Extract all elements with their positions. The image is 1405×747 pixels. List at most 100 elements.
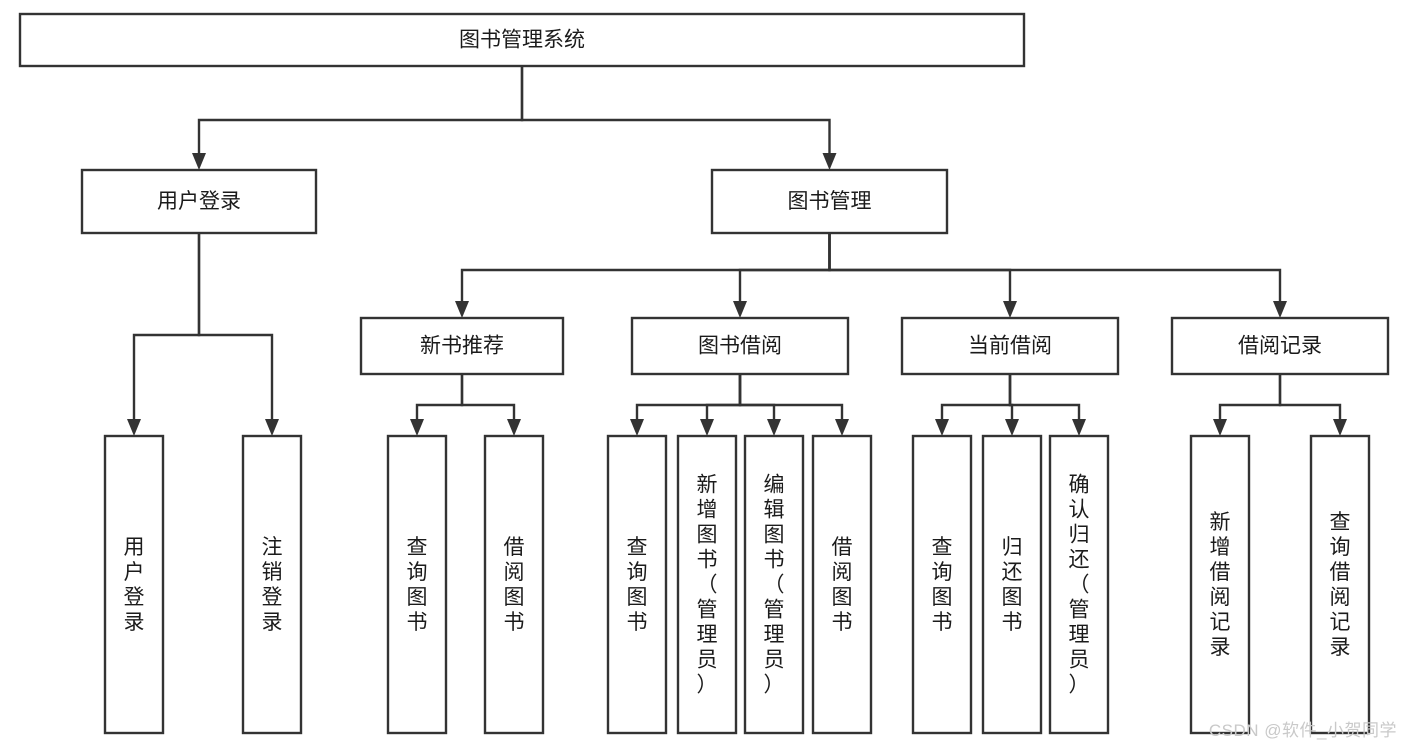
node-leaf-return-book[interactable]: 归还图书 xyxy=(981,434,1043,735)
connector-line xyxy=(520,66,831,154)
connector-line xyxy=(738,374,844,420)
arrow-head-icon xyxy=(1003,301,1017,318)
node-label: 注销登录 xyxy=(262,536,283,634)
node-box[interactable] xyxy=(1189,434,1251,735)
connector-borrow-record-to-leaf-query-record xyxy=(1278,374,1347,436)
node-label: 图书借阅 xyxy=(698,335,782,358)
connector-book-manage-to-current-borrow xyxy=(828,233,1017,318)
node-label: 当前借阅 xyxy=(968,335,1052,358)
connector-root-to-user-login xyxy=(192,66,524,170)
connector-line xyxy=(635,374,742,420)
connector-line xyxy=(1278,374,1342,420)
node-label: 查询图书 xyxy=(407,536,428,634)
node-box[interactable] xyxy=(359,316,565,376)
node-leaf-borrow-book-bb[interactable]: 借阅图书 xyxy=(811,434,873,735)
arrow-head-icon xyxy=(507,419,521,436)
arrow-head-icon xyxy=(733,301,747,318)
node-box[interactable] xyxy=(483,434,545,735)
connector-current-borrow-to-leaf-confirm-return xyxy=(1008,374,1086,436)
connector-borrow-record-to-leaf-add-record xyxy=(1213,374,1282,436)
node-label: 查询图书 xyxy=(932,536,953,634)
connector-current-borrow-to-leaf-query-book-cb xyxy=(935,374,1012,436)
node-leaf-edit-book[interactable]: 编辑图书（管理员） xyxy=(743,434,805,735)
arrow-head-icon xyxy=(822,153,837,170)
node-box[interactable] xyxy=(1048,434,1110,735)
connector-book-manage-to-new-book-rec xyxy=(455,233,831,318)
node-box[interactable] xyxy=(911,434,973,735)
connector-book-borrow-to-leaf-borrow-book-bb xyxy=(738,374,849,436)
node-label: 确认归还（管理员） xyxy=(1069,474,1090,697)
arrow-head-icon xyxy=(1005,419,1019,436)
node-layer: 图书管理系统用户登录图书管理新书推荐图书借阅当前借阅借阅记录用户登录注销登录查询… xyxy=(18,12,1390,735)
node-leaf-add-book[interactable]: 新增图书（管理员） xyxy=(676,434,738,735)
node-box[interactable] xyxy=(811,434,873,735)
connector-line xyxy=(460,233,831,302)
node-label: 用户登录 xyxy=(124,536,145,634)
node-new-book-rec[interactable]: 新书推荐 xyxy=(359,316,565,376)
connector-user-login-to-leaf-user-login xyxy=(127,233,201,436)
connector-line xyxy=(197,233,274,420)
arrow-head-icon xyxy=(265,419,279,436)
arrow-head-icon xyxy=(192,153,206,170)
node-leaf-add-record[interactable]: 新增借阅记录 xyxy=(1189,434,1251,735)
node-book-manage[interactable]: 图书管理 xyxy=(710,168,949,235)
connector-user-login-to-leaf-user-logout xyxy=(197,233,279,436)
node-leaf-query-book-bb[interactable]: 查询图书 xyxy=(606,434,668,735)
node-box[interactable] xyxy=(1170,316,1390,376)
node-label: 图书管理 xyxy=(788,190,872,213)
arrow-head-icon xyxy=(767,419,781,436)
node-leaf-confirm-return[interactable]: 确认归还（管理员） xyxy=(1048,434,1110,735)
node-label: 新增借阅记录 xyxy=(1210,511,1231,659)
node-label: 新增图书（管理员） xyxy=(697,474,718,697)
node-box[interactable] xyxy=(743,434,805,735)
node-box[interactable] xyxy=(241,434,303,735)
connector-root-to-book-manage xyxy=(520,66,837,170)
node-box[interactable] xyxy=(386,434,448,735)
node-user-login[interactable]: 用户登录 xyxy=(80,168,318,235)
node-label: 新书推荐 xyxy=(420,335,504,358)
node-leaf-query-record[interactable]: 查询借阅记录 xyxy=(1309,434,1371,735)
connector-line xyxy=(738,233,831,302)
connector-line xyxy=(197,66,524,154)
node-label: 图书管理系统 xyxy=(459,29,585,52)
node-box[interactable] xyxy=(103,434,165,735)
node-box[interactable] xyxy=(1309,434,1371,735)
node-box[interactable] xyxy=(710,168,949,235)
connector-book-borrow-to-leaf-add-book xyxy=(700,374,742,436)
node-label: 查询借阅记录 xyxy=(1330,511,1351,659)
node-box[interactable] xyxy=(606,434,668,735)
node-root[interactable]: 图书管理系统 xyxy=(18,12,1026,68)
connector-line xyxy=(705,374,742,420)
node-box[interactable] xyxy=(18,12,1026,68)
arrow-head-icon xyxy=(455,301,469,318)
connector-line xyxy=(940,374,1012,420)
node-borrow-record[interactable]: 借阅记录 xyxy=(1170,316,1390,376)
node-leaf-user-logout[interactable]: 注销登录 xyxy=(241,434,303,735)
connector-line xyxy=(1218,374,1282,420)
connector-line xyxy=(460,374,516,420)
connector-book-manage-to-borrow-record xyxy=(828,233,1287,318)
node-leaf-borrow-book-rec[interactable]: 借阅图书 xyxy=(483,434,545,735)
connector-line xyxy=(738,374,776,420)
connector-line xyxy=(828,233,1012,302)
node-leaf-query-book-rec[interactable]: 查询图书 xyxy=(386,434,448,735)
arrow-head-icon xyxy=(835,419,849,436)
node-box[interactable] xyxy=(981,434,1043,735)
arrow-head-icon xyxy=(700,419,714,436)
node-label: 用户登录 xyxy=(157,190,241,213)
node-leaf-user-login[interactable]: 用户登录 xyxy=(103,434,165,735)
node-box[interactable] xyxy=(900,316,1120,376)
node-label: 查询图书 xyxy=(627,536,648,634)
node-current-borrow[interactable]: 当前借阅 xyxy=(900,316,1120,376)
node-book-borrow[interactable]: 图书借阅 xyxy=(630,316,850,376)
connector-line xyxy=(132,233,201,420)
connector-line xyxy=(828,233,1282,302)
node-box[interactable] xyxy=(676,434,738,735)
connector-layer xyxy=(127,66,1347,436)
arrow-head-icon xyxy=(1072,419,1086,436)
node-box[interactable] xyxy=(80,168,318,235)
node-box[interactable] xyxy=(630,316,850,376)
node-leaf-query-book-cb[interactable]: 查询图书 xyxy=(911,434,973,735)
